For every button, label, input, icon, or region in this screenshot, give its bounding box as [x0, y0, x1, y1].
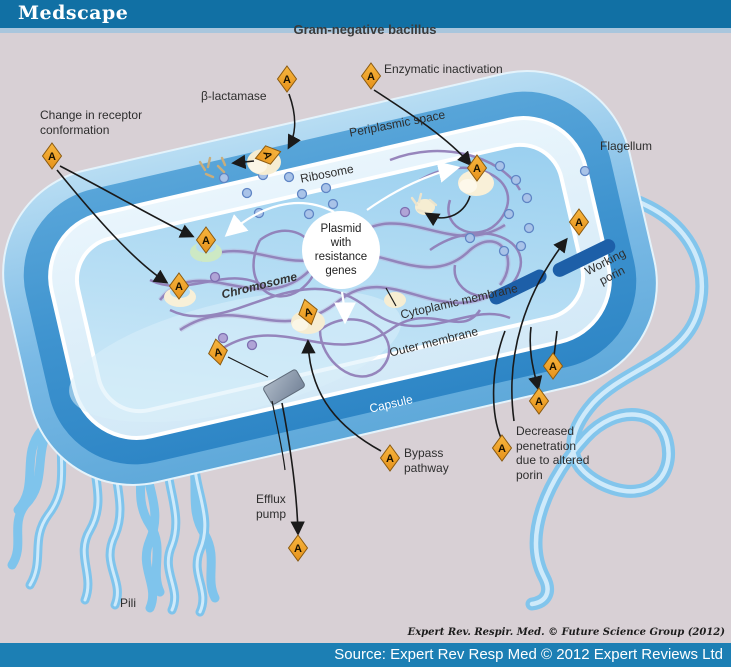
antibiotic-marker: A [254, 145, 282, 165]
svg-text:A: A [48, 151, 56, 163]
medscape-logo: Medscape [18, 2, 129, 24]
svg-text:A: A [202, 235, 210, 247]
page-title: Gram-negative bacillus [293, 22, 437, 37]
label-flagellum: Flagellum [600, 139, 653, 153]
antibiotic-marker: A [379, 444, 401, 472]
label-efflux-pump: Efflux pump [256, 492, 287, 521]
label-change-receptor: Change in receptor conformation [40, 108, 143, 137]
antibiotic-marker: A [208, 338, 228, 366]
antibiotic-marker: A [542, 352, 564, 380]
antibiotic-marker: A [491, 434, 513, 462]
white-arrows [224, 161, 461, 325]
efflux-pump-structure [263, 369, 305, 405]
antibiotic-marker: A [41, 142, 63, 170]
enzyme-blob [384, 292, 406, 308]
svg-text:A: A [213, 346, 223, 359]
svg-text:A: A [386, 453, 394, 465]
svg-text:A: A [549, 361, 557, 373]
degraded-antibiotic-fragments [198, 156, 227, 179]
header-strip [0, 28, 731, 33]
porin-bar [489, 269, 547, 305]
label-enzymatic-inactivation: Enzymatic inactivation [384, 62, 503, 76]
label-plasmid: Plasmid with resistance genes [314, 223, 368, 278]
plasmid-callout-circle [302, 211, 380, 289]
degraded-antibiotic-fragments [410, 192, 438, 214]
antibiotic-marker: A [298, 298, 318, 326]
flagellum [525, 185, 709, 611]
enzyme-blob [458, 170, 494, 196]
antibiotic-marker: A [568, 208, 590, 236]
svg-text:A: A [260, 150, 274, 161]
label-decreased-penetration: Decreased penetration due to altered por… [516, 424, 590, 482]
label-beta-lactamase: β-lactamase [201, 89, 267, 103]
svg-text:A: A [303, 306, 314, 320]
journal-credit: Expert Rev. Respir. Med. © Future Scienc… [407, 627, 725, 638]
svg-text:A: A [294, 543, 302, 555]
svg-text:A: A [473, 163, 481, 175]
svg-text:A: A [535, 396, 543, 408]
svg-text:A: A [575, 217, 583, 229]
black-arrows [56, 89, 568, 536]
antibiotic-markers: A A A A A A A A A A A A [41, 62, 590, 562]
antibiotic-marker: A [466, 154, 488, 182]
antibiotic-marker: A [528, 387, 550, 415]
porin-bar [552, 239, 616, 277]
antibiotic-marker: A [276, 65, 298, 93]
antibiotic-marker: A [195, 226, 217, 254]
header-bar [0, 0, 731, 28]
svg-text:A: A [283, 74, 291, 86]
label-pili: Pili [120, 596, 137, 610]
antibiotic-marker: A [360, 62, 382, 90]
porin-bars [489, 239, 616, 305]
svg-text:A: A [367, 71, 375, 83]
svg-text:A: A [175, 281, 183, 293]
antibiotic-marker: A [168, 272, 190, 300]
source-bar: Source: Expert Rev Resp Med © 2012 Exper… [0, 643, 731, 667]
antibiotic-marker: A [287, 534, 309, 562]
ribosome-icon [283, 171, 295, 183]
svg-text:A: A [498, 443, 506, 455]
source-text: Source: Expert Rev Resp Med © 2012 Exper… [334, 646, 723, 663]
plasmid-loop [419, 166, 510, 234]
label-bypass-pathway: Bypass pathway [404, 446, 449, 475]
